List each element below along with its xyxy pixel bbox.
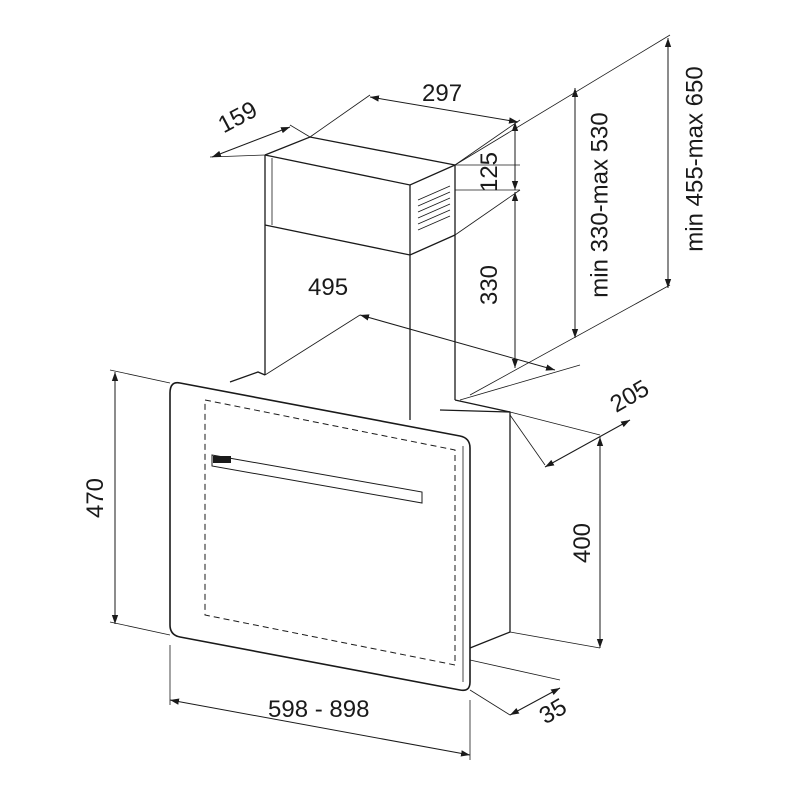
control-strip	[211, 454, 423, 504]
dim-chimney-upper-height: 125	[476, 151, 504, 193]
dim-hood-top-depth: 495	[308, 274, 349, 301]
dim-body-height: 400	[569, 522, 597, 564]
dim-chimney-lower-height: 330	[476, 264, 504, 306]
chimney	[264, 136, 456, 420]
hood-body	[229, 371, 511, 649]
dim-total-range: min 455-max 650	[681, 66, 709, 252]
dimension-lines	[111, 38, 672, 757]
dim-chimney-width: 297	[422, 80, 463, 107]
dim-chimney-range: min 330-max 530	[586, 112, 614, 298]
vent-slots-icon	[417, 185, 451, 231]
glass-panel	[169, 381, 471, 692]
dim-width-range: 598 - 898	[268, 696, 370, 723]
glass-inner-outline	[204, 399, 456, 666]
dim-glass-height: 470	[82, 477, 110, 519]
